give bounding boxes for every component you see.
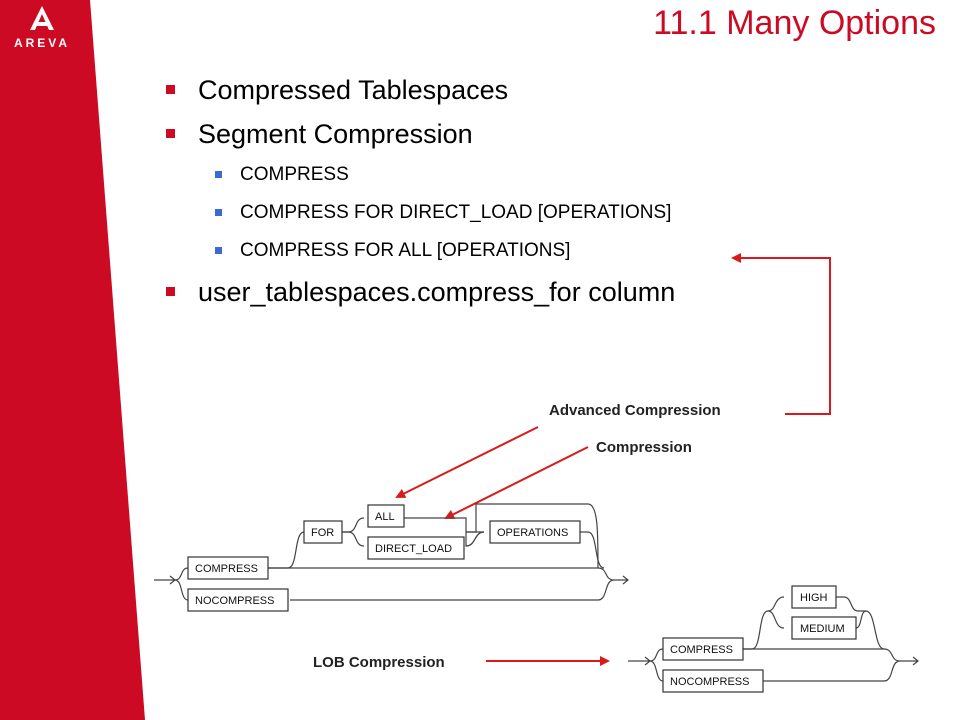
bullet-square-icon [166, 129, 175, 138]
lob-nocompress-label: NOCOMPRESS [670, 676, 749, 688]
sub-bullet-item: COMPRESS [160, 156, 675, 194]
direct-load-box [367, 536, 465, 560]
lob-compression-syntax-diagram: COMPRESS NOCOMPRESS HIGH MEDIUM [628, 585, 919, 693]
sub-bullet-text: COMPRESS [240, 164, 349, 185]
sub-bullet-item: COMPRESS FOR DIRECT_LOAD [OPERATIONS] [160, 194, 675, 232]
bullet-item: user_tablespaces.compress_for column [160, 270, 675, 314]
medium-label: MEDIUM [800, 623, 845, 635]
lob-nocompress-box [662, 669, 764, 693]
nocompress-label: NOCOMPRESS [195, 595, 274, 607]
page-title: 11.1 Many Options [653, 4, 936, 42]
compress-label: COMPRESS [195, 563, 258, 575]
compression-to-direct-load-arrow [444, 446, 589, 519]
sub-bullet-square-icon [215, 171, 222, 178]
sidebar-band-shape [0, 0, 145, 720]
compression-label: Compression [596, 439, 692, 456]
table-compression-syntax-diagram: COMPRESS NOCOMPRESS FOR ALL DIRECT_LOAD … [154, 503, 629, 612]
high-box [791, 585, 837, 609]
for-label: FOR [311, 527, 334, 539]
compress-box [187, 556, 269, 580]
direct-load-label: DIRECT_LOAD [375, 543, 452, 555]
sub-bullet-text: COMPRESS FOR ALL [OPERATIONS] [240, 240, 571, 261]
sub-bullet-square-icon [215, 247, 222, 254]
all-label: ALL [375, 511, 395, 523]
sidebar-brand-band: AREVA [0, 0, 145, 720]
advanced-to-operations-arrow [731, 253, 831, 415]
operations-box [489, 520, 581, 544]
advanced-to-all-arrow [395, 426, 539, 498]
bullet-item: Compressed Tablespaces [160, 68, 675, 112]
high-label: HIGH [800, 592, 828, 604]
medium-box [791, 616, 857, 640]
bullet-square-icon [166, 287, 175, 296]
bullet-text: Compressed Tablespaces [198, 75, 509, 105]
bullet-square-icon [166, 85, 175, 94]
lob-compress-label: COMPRESS [670, 644, 733, 656]
for-box [303, 520, 343, 544]
bullet-item: Segment Compression [160, 112, 675, 156]
advanced-compression-label: Advanced Compression [549, 402, 721, 419]
areva-logo-icon [30, 6, 54, 30]
all-box [367, 504, 405, 528]
sub-bullet-item: COMPRESS FOR ALL [OPERATIONS] [160, 232, 675, 270]
annotation-arrows [395, 253, 831, 666]
nocompress-box [187, 588, 289, 612]
lob-compress-box [662, 637, 744, 661]
sub-bullet-text: COMPRESS FOR DIRECT_LOAD [OPERATIONS] [240, 202, 672, 223]
operations-label: OPERATIONS [497, 527, 568, 539]
lob-compression-label: LOB Compression [313, 654, 445, 671]
bullet-text: user_tablespaces.compress_for column [198, 277, 676, 307]
bullet-text: Segment Compression [198, 119, 473, 149]
logo-text: AREVA [13, 36, 71, 50]
sub-bullet-square-icon [215, 209, 222, 216]
bullet-list: Compressed Tablespaces Segment Compressi… [160, 68, 675, 314]
